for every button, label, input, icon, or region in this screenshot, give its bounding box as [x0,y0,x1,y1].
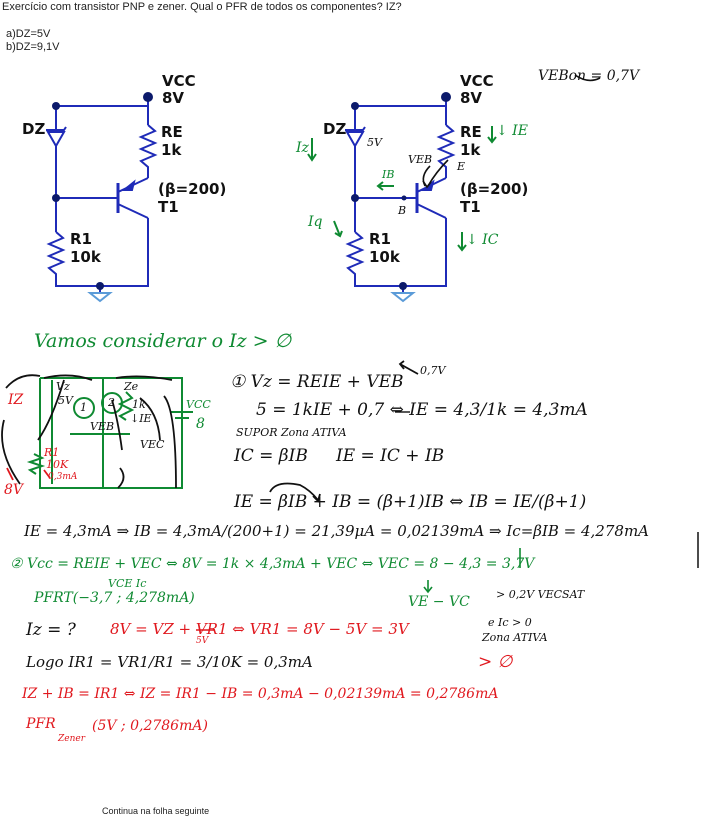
sketch-1k: 1k [132,398,146,411]
left-re-resistor [138,124,158,178]
right-re-resistor [436,124,456,178]
left-vcc-value: 8V [162,89,185,107]
zona-ativa-note: Zona ATIVA [482,631,548,644]
case-a: a)DZ=5V [6,28,51,40]
right-ie-label: ↓ IE [496,123,528,139]
sketch-loop2: 2 [108,396,115,409]
ib-calculation: IE = 4,3mA ⇒ IB = 4,3mA/(200+1) = 21,39μ… [24,522,649,540]
left-dz-label: DZ [22,120,46,138]
right-e-label: E [457,160,466,173]
right-t1-label: T1 [460,198,481,216]
sketch-ie: ↓IE [130,412,152,425]
case-b: b)DZ=9,1V [6,41,60,53]
sketch-vec: VEC [140,438,165,451]
step1-note: 0,7V [420,364,446,377]
left-emitter-arrow [121,179,136,191]
zener-subscript: Zener [58,734,86,744]
ve-minus-vc: VE − VC [408,594,470,610]
left-r1-value: 10k [70,248,101,266]
sketch-8: 8 [196,416,205,432]
logo-ir1: Logo IR1 = VR1/R1 = 3/10K = 0,3mA [26,653,313,671]
right-top-wire [355,105,447,125]
right-veb-label: VEB [408,153,433,166]
continue-note: Continua na folha seguinte [102,806,210,816]
step1-equation: ① Vz = REIE + VEB [230,372,404,392]
right-dz-value: 5V [367,136,382,149]
step2-equation: ② Vcc = REIE + VEC ⇔ 8V = 1k × 4,3mA + V… [10,556,535,572]
right-re-label: RE [460,123,482,141]
sketch-veb: VEB [90,420,115,433]
right-iq-label: Iq [308,214,323,230]
right-zener-diode [345,131,365,149]
right-re-value: 1k [460,141,481,159]
consider-note: Vamos considerar o Iz > ∅ [34,330,292,352]
supor-zona: SUPOR Zona ATIVA [236,426,347,439]
sketch-top-wire [39,377,183,489]
left-beta-label: (β=200) [158,180,227,198]
left-t1-label: T1 [158,198,179,216]
ie-sum: IE = IC + IB [336,446,445,466]
sketch-5v: 5V [58,394,73,407]
right-ic-label: ↓ IC [466,232,499,248]
vce-ic-labels: VCE Ic [108,577,147,590]
right-vcc-value: 8V [460,89,483,107]
right-vcc-label: VCC [460,72,494,90]
right-dz-label: DZ [323,120,347,138]
right-r1-label: R1 [369,230,391,248]
greater-than-zero: > ∅ [478,652,513,672]
sketch-10k: 10K [46,458,69,471]
pfr-transistor: PFRT(−3,7 ; 4,278mA) [34,590,195,606]
left-re-value: 1k [161,141,182,159]
right-vcc-node [441,92,451,102]
question-text: Exercício com transistor PNP e zener. Qu… [2,1,402,13]
pfr-zener-value: (5V ; 0,2786mA) [92,718,208,734]
sketch-iz: IZ [8,392,24,408]
sketch-vz: Vz [56,380,70,393]
left-zener-diode [46,131,66,149]
sketch-8v: 8V [4,482,24,498]
ic-beta-ib: IC = βIB [234,446,308,466]
right-b-label: B [398,204,407,217]
five-volts-under: 5V [196,636,209,646]
left-vcc-node [143,92,153,102]
right-iz-label: Iz [296,140,309,156]
right-beta-label: (β=200) [460,180,529,198]
left-re-label: RE [161,123,183,141]
right-r1-value: 10k [369,248,400,266]
left-ground [87,292,113,303]
kvl-equation: 8V = VZ + VR1 ⇔ VR1 = 8V − 5V = 3V [110,620,409,638]
veb-on-note: VEBon = 0,7V [538,68,640,84]
ie-beta-relation: IE = βIB + IB = (β+1)IB ⇔ IB = IE/(β+1) [234,492,587,512]
iz-final-equation: IZ + IB = IR1 ⇔ IZ = IR1 − IB = 0,3mA − … [22,686,499,702]
right-ib-label: IB [382,168,395,181]
iz-question: Iz = ? [26,620,76,640]
sketch-0-3ma: 0,3mA [48,472,78,482]
left-r1-resistor [46,231,100,287]
right-r1-resistor [345,231,403,287]
sketch-r1: R1 [44,446,60,459]
sketch-loop1: 1 [80,401,87,414]
sketch-ze: Ze [124,380,139,393]
sketch-vcc: VCC [186,398,211,411]
left-vcc-label: VCC [162,72,196,90]
pfr-zener-label: PFR [26,716,56,732]
ic-positive-note: e Ic > 0 [488,616,532,629]
left-top-wire [56,105,149,125]
step1-line2: 5 = 1kIE + 0,7 ⇔ IE = 4,3/1k = 4,3mA [256,400,588,420]
vec-sat-note: > 0,2V VECSAT [496,588,585,601]
left-r1-label: R1 [70,230,92,248]
right-ground [390,292,416,303]
